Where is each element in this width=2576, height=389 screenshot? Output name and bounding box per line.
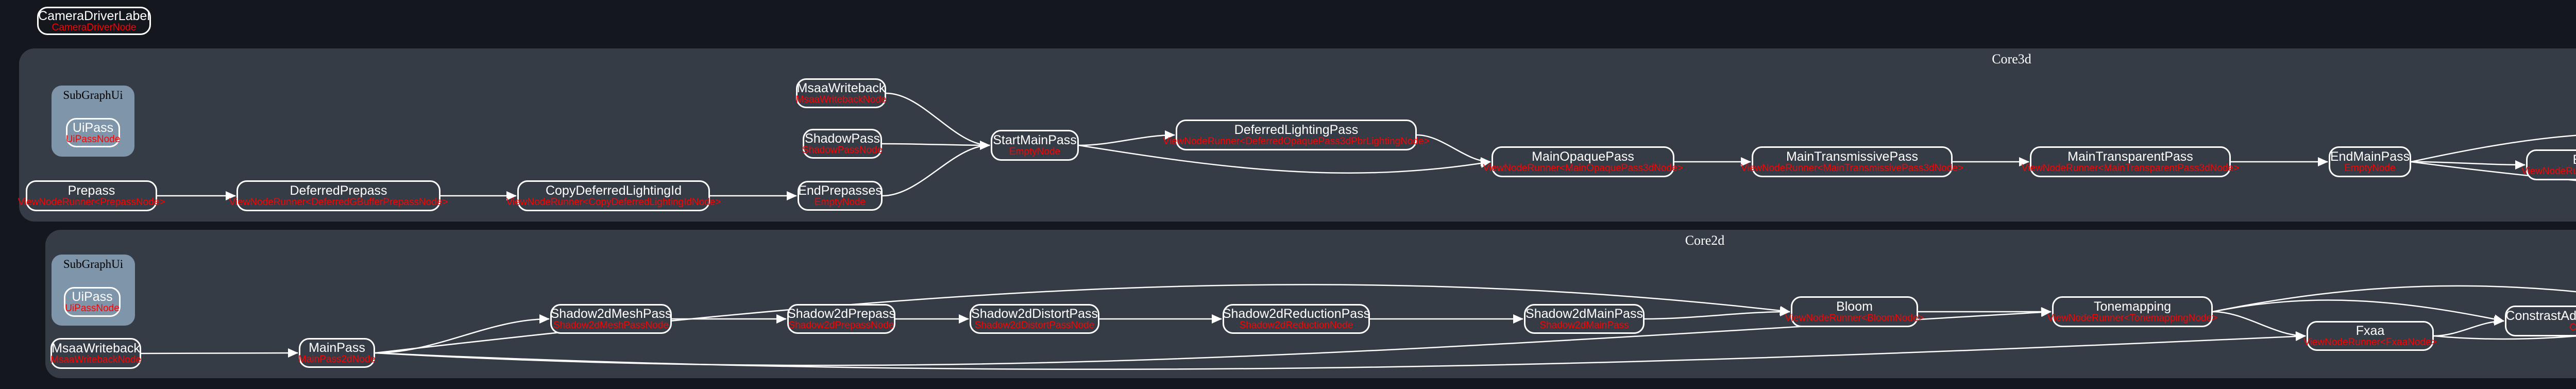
node-title: MainOpaquePass [1532, 149, 1634, 164]
node-subtitle: ViewNodeRunner<MainOpaquePass3dNode> [1483, 163, 1683, 174]
node-title: MsaaWriteback [796, 81, 886, 96]
node-subtitle: ViewNodeRunner<MainTransparentPass3dNode… [2021, 163, 2240, 174]
node-subtitle: ViewNodeRunner<MainTransmissivePass3dNod… [1741, 163, 1963, 174]
node-title: Shadow2dReductionPass [1222, 307, 1370, 322]
node-subtitle: ViewNodeRunner<PrepassNode> [18, 197, 165, 208]
cluster-title: SubGraphUi [63, 258, 124, 270]
cluster-title: Core2d [1685, 233, 1725, 248]
node-title: EndPrepasses [798, 183, 882, 198]
node-subtitle: EmptyNode [2344, 163, 2396, 174]
node-subtitle: EmptyNode [814, 197, 866, 208]
cluster-title: Core3d [1992, 52, 2031, 66]
cluster-title: SubGraphUi [63, 89, 123, 102]
node-title: Bloom [2573, 153, 2576, 166]
node-title: DeferredLightingPass [1234, 123, 1359, 138]
node-cas_2d: ConstrastAdaptiveSharpeningCASNode [2505, 306, 2576, 336]
node-title: Shadow2dDistortPass [971, 307, 1098, 322]
node-title: Bloom [1836, 299, 1873, 314]
node-title: CameraDriverLabel [38, 8, 150, 23]
node-subtitle: MsaaWritebackNode [795, 94, 887, 106]
node-title: ConstrastAdaptiveSharpening [2505, 309, 2576, 324]
node-title: MsaaWriteback [52, 341, 140, 356]
node-title: StartMainPass [993, 133, 1077, 148]
node-title: EndMainPass [2330, 149, 2410, 164]
node-subtitle: ViewNodeRunner<FxaaNode> [2303, 337, 2437, 348]
node-subtitle: ViewNodeRunner<DeferredGBufferPrepassNod… [229, 197, 448, 208]
node-subtitle: Shadow2dPrepassNode [788, 320, 894, 331]
node-title: DeferredPrepass [290, 183, 387, 198]
node-subtitle: Shadow2dDistortPassNode [974, 320, 1095, 331]
node-subtitle: Shadow2dMeshPassNode [553, 320, 669, 331]
node-subtitle: ShadowPassNode [802, 145, 883, 156]
node-subtitle: ViewNodeRunner<BloomNode> [1785, 313, 1924, 324]
node-subtitle: CameraDriverNode [52, 22, 137, 33]
node-subtitle: UiPassNode [65, 133, 121, 145]
node-title: Shadow2dPrepass [787, 307, 895, 322]
node-title: MainTransparentPass [2067, 149, 2193, 164]
node-title: CopyDeferredLightingId [545, 183, 682, 198]
node-subtitle: MainPass2dNode [298, 354, 376, 365]
node-title: Shadow2dMainPass [1526, 307, 1643, 322]
node-subtitle: Shadow2dReductionNode [1239, 320, 1353, 331]
node-subtitle: ViewNodeRunner<DeferredOpaquePass3dPbrLi… [1163, 136, 1430, 147]
node-title: Shadow2dMeshPass [550, 307, 672, 322]
node-title: Fxaa [2355, 324, 2385, 339]
node-subtitle: ViewNodeRunner<TonemappingNode> [2047, 313, 2218, 324]
node-title: Tonemapping [2093, 299, 2172, 314]
node-title: MainPass [309, 341, 365, 356]
node-subtitle: EmptyNode [1009, 146, 1061, 158]
node-subtitle: UiPassNode [65, 303, 120, 314]
node-title: ShadowPass [805, 131, 880, 146]
node-title: UiPass [72, 120, 114, 135]
node-title: UiPass [72, 290, 113, 305]
node-subtitle: CASNode [2569, 322, 2576, 333]
node-subtitle: ViewNodeRunner<CopyDeferredLightingIdNod… [506, 197, 721, 208]
node-subtitle: ViewNodeRunner<BloomNode> [2521, 166, 2576, 177]
node-title: Prepass [67, 183, 115, 198]
node-subtitle: MsaaWritebackNode [50, 354, 142, 366]
node-title: MainTransmissivePass [1786, 149, 1919, 164]
node-subtitle: Shadow2dMainPass [1539, 320, 1629, 331]
